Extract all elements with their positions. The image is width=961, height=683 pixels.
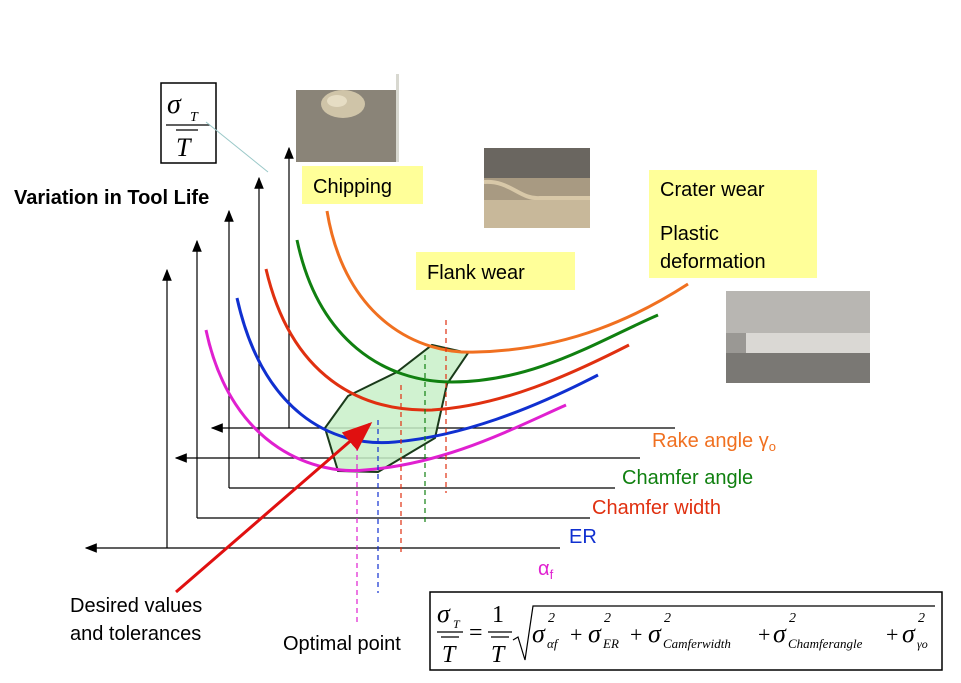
svg-text:+: + <box>630 622 642 647</box>
svg-text:1: 1 <box>492 602 504 628</box>
svg-text:2: 2 <box>604 611 611 626</box>
svg-text:+: + <box>570 622 582 647</box>
curve-chamfer-angle <box>295 239 659 384</box>
svg-text:σ: σ <box>773 619 787 648</box>
svg-text:αf: αf <box>547 636 560 651</box>
svg-text:+: + <box>886 622 898 647</box>
desired-values-text-2: and tolerances <box>70 623 201 645</box>
sigma-symbol: σ <box>167 89 182 120</box>
svg-text:2: 2 <box>789 611 796 626</box>
vertical-axes <box>162 146 294 548</box>
flank-wear-label: Flank wear <box>416 252 575 290</box>
axis-label-alpha: αf <box>538 558 554 582</box>
curve-alpha-f <box>204 329 567 473</box>
curve-rake-angle <box>325 210 689 354</box>
svg-text:Crater wear: Crater wear <box>660 179 765 201</box>
axis-label-er: ER <box>569 526 597 548</box>
svg-text:ER: ER <box>602 636 619 651</box>
desired-values-text-1: Desired values <box>70 595 202 617</box>
tool-life-curves <box>204 210 689 473</box>
optimum-guides <box>356 320 447 623</box>
curve-chamfer-width <box>264 268 630 412</box>
axis-label-rake: Rake angle γo <box>652 430 776 454</box>
svg-text:σ: σ <box>532 619 546 648</box>
svg-text:σ: σ <box>588 619 602 648</box>
svg-text:Chamferangle: Chamferangle <box>788 636 863 651</box>
svg-text:2: 2 <box>664 611 671 626</box>
axis-labels: Rake angle γo Chamfer angle Chamfer widt… <box>538 430 776 582</box>
svg-text:Camferwidth: Camferwidth <box>663 636 731 651</box>
crater-wear-photo <box>726 291 870 383</box>
svg-text:Flank wear: Flank wear <box>427 262 525 284</box>
chipping-photo <box>296 74 399 162</box>
svg-text:T: T <box>442 642 457 668</box>
axis-label-chamfer-width: Chamfer width <box>592 497 721 519</box>
svg-text:Chipping: Chipping <box>313 176 392 198</box>
diagram-title: Variation in Tool Life <box>14 187 209 209</box>
sigma-sub-t: T <box>190 110 199 125</box>
optimal-point-text: Optimal point <box>283 633 401 655</box>
desired-values-arrow <box>175 422 373 594</box>
chipping-label: Chipping <box>302 166 423 204</box>
svg-text:2: 2 <box>548 611 555 626</box>
svg-text:σ: σ <box>437 599 451 628</box>
svg-text:σ: σ <box>902 619 916 648</box>
sigma-ratio-box: σ T T <box>160 82 269 173</box>
tolerance-formula: σ T T = 1 T σ 2 αf + σ 2 ER + σ 2 Camfer… <box>429 591 943 671</box>
svg-text:γo: γo <box>917 637 928 651</box>
svg-text:σ: σ <box>648 619 662 648</box>
plastic-label: Plastic <box>660 223 719 245</box>
horizontal-axes <box>84 423 675 553</box>
flank-wear-photo <box>483 148 590 228</box>
svg-text:2: 2 <box>918 611 925 626</box>
deformation-label: deformation <box>660 251 766 273</box>
curve-er <box>235 297 599 445</box>
svg-text:T: T <box>453 617 461 631</box>
crater-wear-label: Crater wear Plastic deformation <box>649 170 817 278</box>
t-mean: T <box>176 133 192 162</box>
svg-text:+: + <box>758 622 770 647</box>
svg-text:T: T <box>491 642 506 668</box>
svg-text:=: = <box>469 620 483 646</box>
axis-label-chamfer-angle: Chamfer angle <box>622 467 753 489</box>
